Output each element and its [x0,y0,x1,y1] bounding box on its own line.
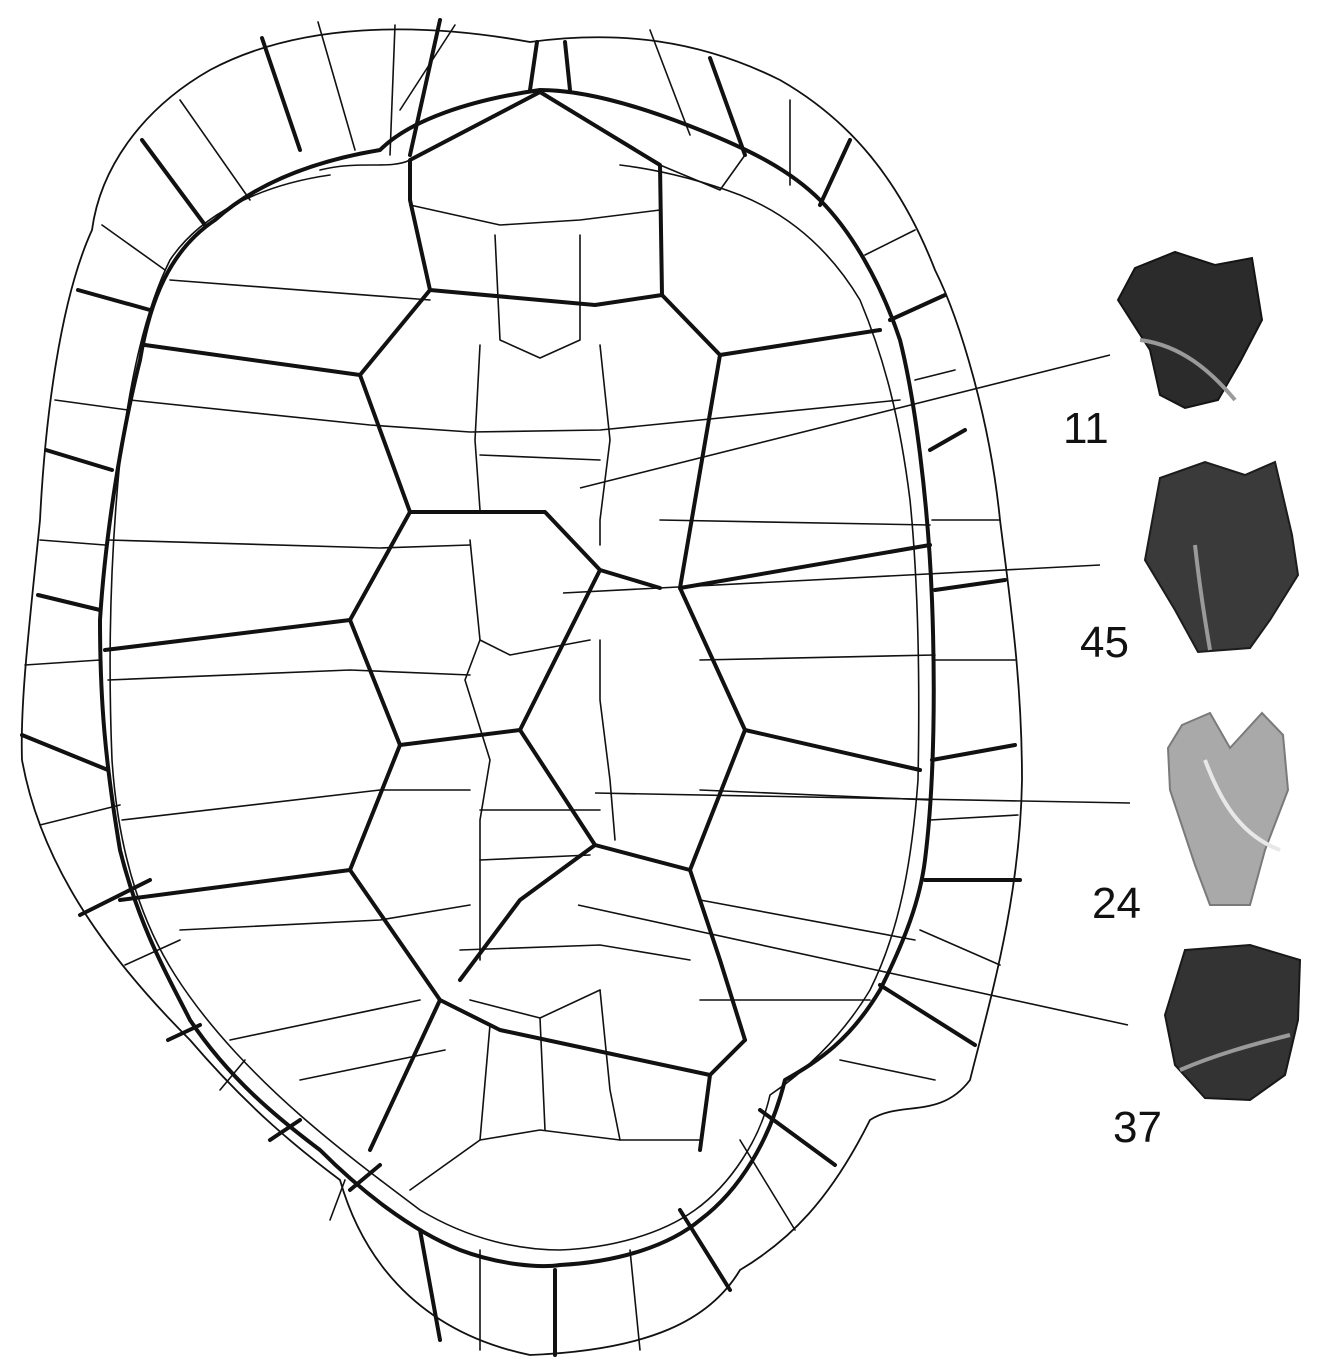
specimen-11: 11 [1063,252,1262,453]
specimen-37-label: 37 [1113,1103,1162,1152]
specimen-45-label: 45 [1080,618,1129,667]
specimen-37: 37 [1113,945,1300,1152]
specimen-45: 45 [1080,462,1298,667]
specimen-45-photo [1145,462,1298,652]
specimen-24: 24 [1092,713,1288,928]
specimen-panel: 11 45 24 37 [1063,252,1300,1152]
specimen-11-label: 11 [1063,404,1109,453]
specimen-37-photo [1165,945,1300,1100]
specimen-11-photo [1118,252,1262,408]
specimen-24-label: 24 [1092,879,1141,928]
carapace-outline [22,29,1022,1355]
